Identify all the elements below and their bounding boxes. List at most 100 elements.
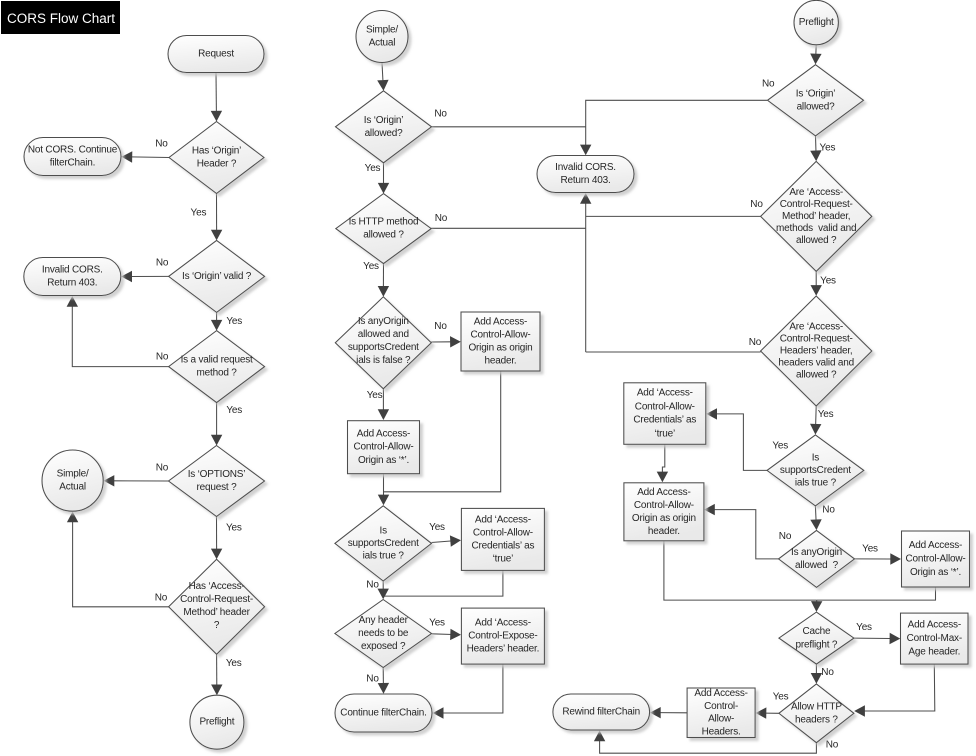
svg-text:Is anyOrigin: Is anyOrigin xyxy=(358,316,409,327)
svg-text:Yes: Yes xyxy=(429,618,445,629)
svg-text:Invalid CORS.: Invalid CORS. xyxy=(555,162,616,173)
svg-text:Request: Request xyxy=(198,49,234,60)
svg-text:Control-Allow-: Control-Allow- xyxy=(906,554,966,565)
svg-text:No: No xyxy=(156,352,169,363)
svg-text:Is ‘Origin’: Is ‘Origin’ xyxy=(364,115,403,126)
svg-text:allowed and: allowed and xyxy=(358,329,409,340)
svg-text:Yes: Yes xyxy=(226,523,242,534)
svg-text:Control-Allow-: Control-Allow- xyxy=(471,330,531,341)
svg-text:Return 403.: Return 403. xyxy=(560,175,610,186)
svg-text:header.: header. xyxy=(648,526,680,537)
svg-text:allowed ?: allowed ? xyxy=(795,560,839,571)
svg-text:Cache: Cache xyxy=(802,626,831,637)
svg-text:Continue filterChain.: Continue filterChain. xyxy=(340,708,426,719)
svg-text:Preflight: Preflight xyxy=(799,17,834,28)
svg-text:Is ‘OPTIONS’: Is ‘OPTIONS’ xyxy=(188,469,246,480)
svg-text:request ?: request ? xyxy=(197,482,238,493)
svg-text:No: No xyxy=(366,673,379,684)
svg-text:CORS Flow Chart: CORS Flow Chart xyxy=(7,11,115,26)
svg-text:Age header.: Age header. xyxy=(908,647,960,658)
svg-text:Yes: Yes xyxy=(856,622,872,633)
svg-text:Control-Allow-: Control-Allow- xyxy=(473,527,533,538)
svg-text:Origin as origin: Origin as origin xyxy=(468,343,532,354)
svg-text:Has ‘Access-: Has ‘Access- xyxy=(189,581,245,592)
svg-text:Add Access-: Add Access- xyxy=(694,688,747,699)
svg-text:Control-Max-: Control-Max- xyxy=(907,633,962,644)
svg-text:Yes: Yes xyxy=(429,522,445,533)
svg-text:‘true’: ‘true’ xyxy=(493,553,513,564)
svg-text:No: No xyxy=(821,667,834,678)
svg-text:Preflight: Preflight xyxy=(199,717,234,728)
svg-text:Yes: Yes xyxy=(367,390,383,401)
svg-text:No: No xyxy=(762,79,775,90)
svg-text:No: No xyxy=(822,505,835,516)
svg-text:Control-Request-: Control-Request- xyxy=(180,594,253,605)
svg-text:Origin as ‘*’.: Origin as ‘*’. xyxy=(358,455,409,466)
svg-text:Are ‘Access-: Are ‘Access- xyxy=(789,187,843,198)
svg-text:Add Access-: Add Access- xyxy=(908,620,961,631)
svg-text:Credentials’ as: Credentials’ as xyxy=(472,540,535,551)
svg-text:No: No xyxy=(826,739,839,750)
svg-text:Control-Request-: Control-Request- xyxy=(780,334,853,345)
svg-text:Any header: Any header xyxy=(359,615,409,626)
svg-text:Yes: Yes xyxy=(365,163,381,174)
svg-text:No: No xyxy=(749,337,762,348)
svg-text:supportsCredent: supportsCredent xyxy=(348,342,419,353)
svg-text:Control-Expose-: Control-Expose- xyxy=(468,631,537,642)
svg-text:Yes: Yes xyxy=(820,143,836,154)
svg-text:Credentials’ as: Credentials’ as xyxy=(633,415,696,426)
svg-text:No: No xyxy=(750,199,763,210)
svg-text:Control-: Control- xyxy=(704,701,738,712)
svg-text:Yes: Yes xyxy=(862,544,878,555)
svg-text:No: No xyxy=(434,109,447,120)
svg-text:headers ?: headers ? xyxy=(795,714,838,725)
svg-text:Actual: Actual xyxy=(59,482,86,493)
svg-text:Has ‘Origin’: Has ‘Origin’ xyxy=(192,146,241,157)
svg-text:Header ?: Header ? xyxy=(197,159,237,170)
svg-text:Yes: Yes xyxy=(191,208,207,219)
svg-text:Headers’ header,: Headers’ header, xyxy=(780,346,853,357)
svg-text:headers valid and: headers valid and xyxy=(778,358,854,369)
svg-text:Control-Request-: Control-Request- xyxy=(780,199,853,210)
svg-text:Add Access-: Add Access- xyxy=(909,540,962,551)
svg-text:ials is false ?: ials is false ? xyxy=(356,355,411,366)
svg-text:Is HTTP method: Is HTTP method xyxy=(349,217,419,228)
svg-text:Invalid CORS.: Invalid CORS. xyxy=(42,265,103,276)
svg-text:Yes: Yes xyxy=(363,261,379,272)
svg-text:Allow-: Allow- xyxy=(708,714,734,725)
svg-text:Is anyOrigin: Is anyOrigin xyxy=(791,547,842,558)
svg-text:‘true’: ‘true’ xyxy=(655,428,675,439)
svg-text:Are ‘Access-: Are ‘Access- xyxy=(789,322,843,333)
svg-text:Actual: Actual xyxy=(369,38,396,49)
svg-text:Yes: Yes xyxy=(820,276,836,287)
svg-text:Is: Is xyxy=(380,525,388,536)
svg-text:No: No xyxy=(779,531,792,542)
svg-text:Headers’ header.: Headers’ header. xyxy=(467,644,540,655)
svg-text:Add ‘Access-: Add ‘Access- xyxy=(475,618,531,629)
svg-text:Yes: Yes xyxy=(226,405,242,416)
svg-text:Is ‘Origin’ valid ?: Is ‘Origin’ valid ? xyxy=(182,271,252,282)
svg-text:Add Access-: Add Access- xyxy=(637,487,690,498)
svg-text:Yes: Yes xyxy=(773,692,789,703)
svg-text:Simple/: Simple/ xyxy=(366,25,398,36)
svg-text:Not CORS. Continue: Not CORS. Continue xyxy=(28,145,118,156)
svg-text:No: No xyxy=(156,463,169,474)
svg-text:Control-Allow-: Control-Allow- xyxy=(634,500,694,511)
svg-text:?: ? xyxy=(214,620,220,631)
svg-text:filterChain.: filterChain. xyxy=(50,158,95,169)
svg-text:ials true ?: ials true ? xyxy=(795,477,837,488)
svg-text:supportsCredent: supportsCredent xyxy=(780,465,851,476)
svg-text:allowed ?: allowed ? xyxy=(796,235,837,246)
svg-text:needs to be: needs to be xyxy=(358,628,409,639)
svg-text:preflight ?: preflight ? xyxy=(796,639,838,650)
svg-text:Add ‘Access-: Add ‘Access- xyxy=(475,514,531,525)
svg-text:No: No xyxy=(435,213,448,224)
svg-text:Rewind filterChain: Rewind filterChain xyxy=(562,707,640,718)
svg-text:allowed?: allowed? xyxy=(365,128,404,139)
svg-text:methods valid and: methods valid and xyxy=(776,223,856,234)
svg-text:Yes: Yes xyxy=(226,316,242,327)
svg-text:header.: header. xyxy=(485,356,517,367)
svg-text:Control-Allow-: Control-Allow- xyxy=(354,442,414,453)
svg-text:Return 403.: Return 403. xyxy=(47,278,97,289)
svg-text:Origin as origin: Origin as origin xyxy=(632,513,696,524)
